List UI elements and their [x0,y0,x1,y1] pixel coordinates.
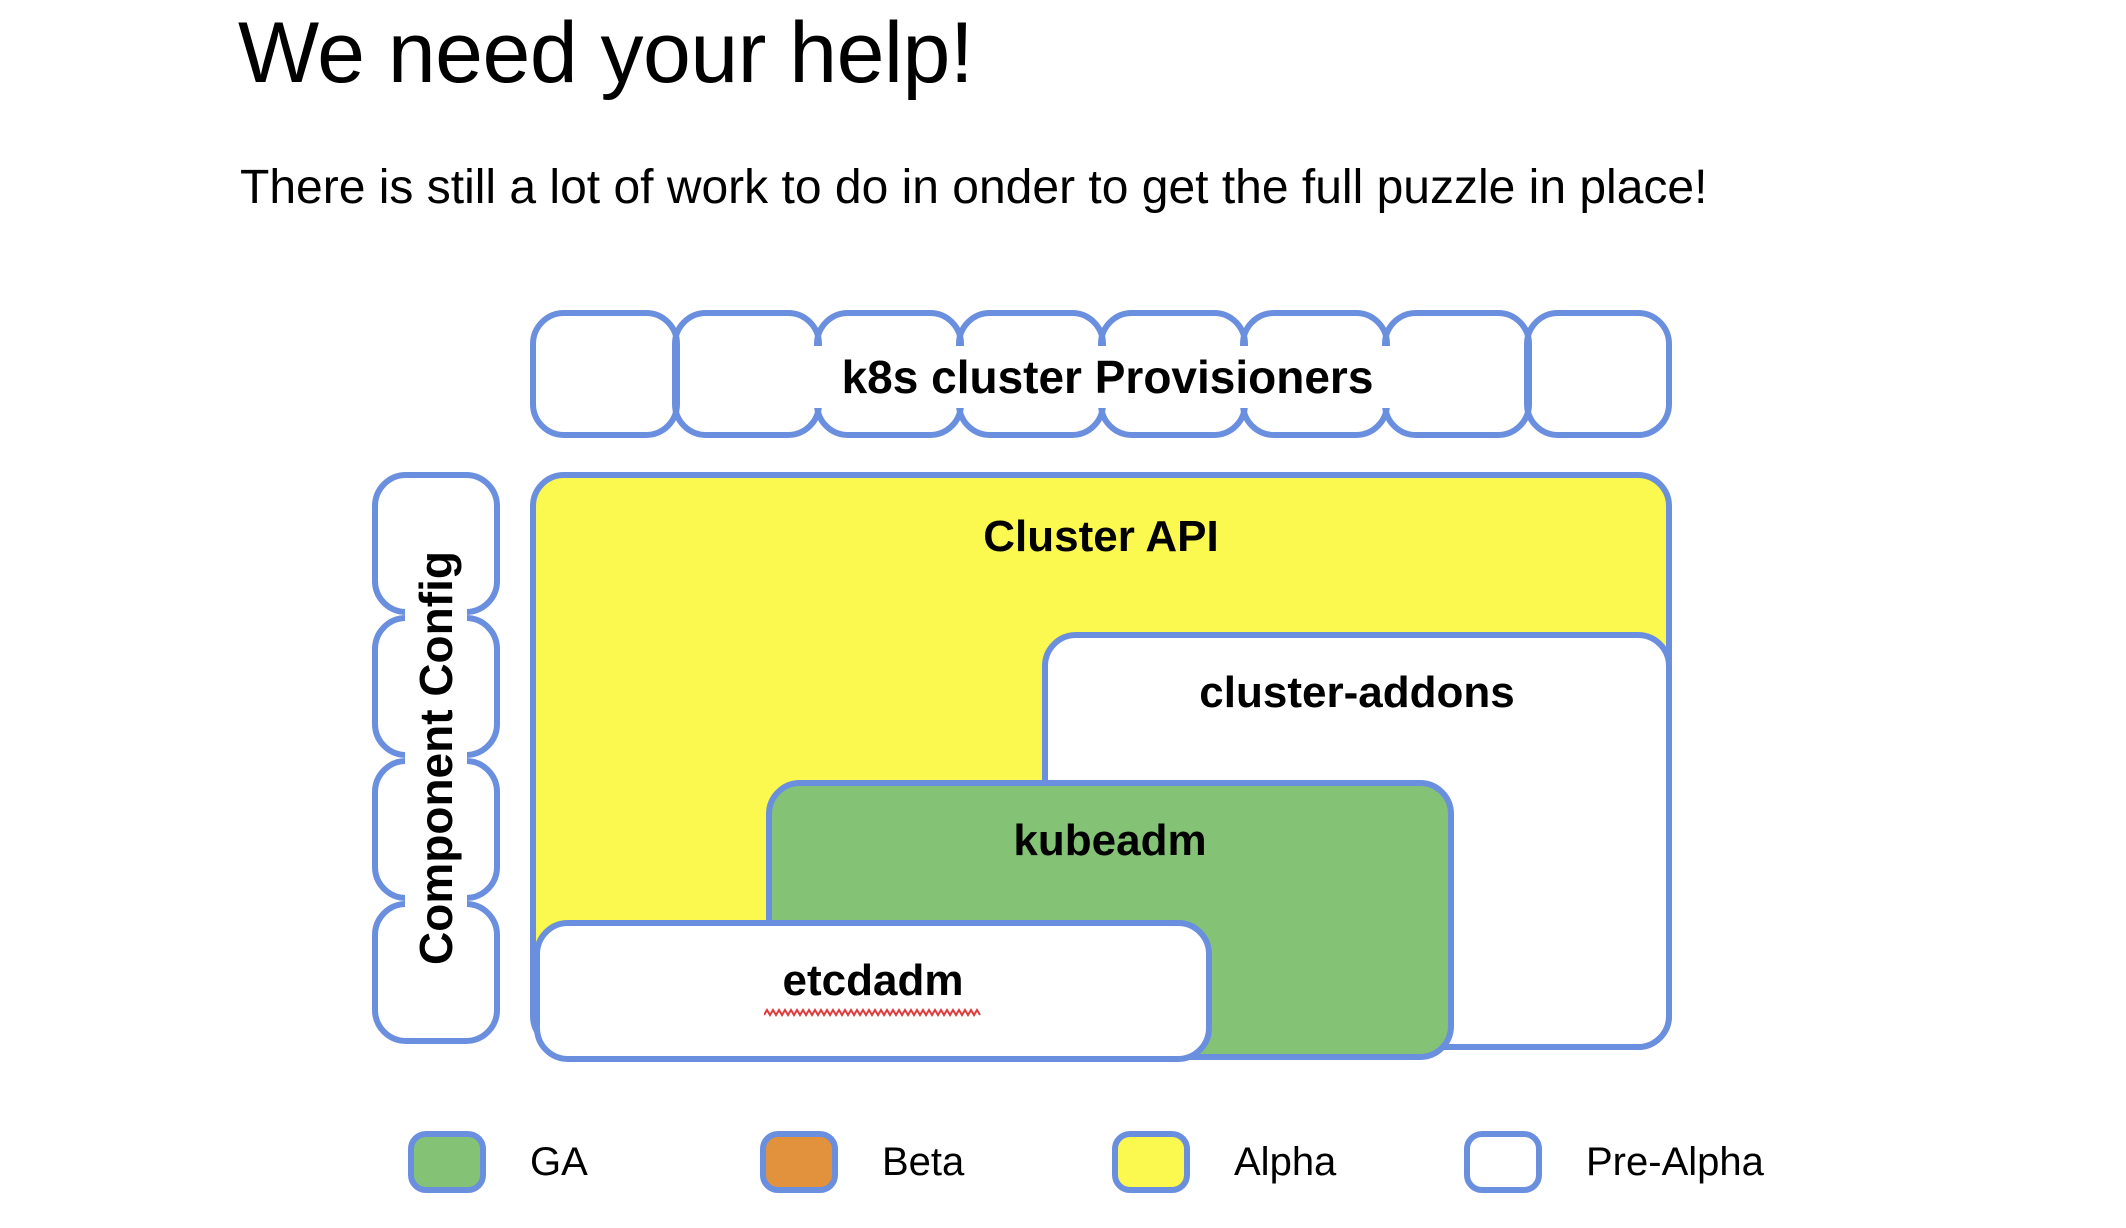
page-title: We need your help! [238,5,974,101]
provisioner-banner-label: k8s cluster Provisioners [841,351,1374,403]
cluster-addons-label: cluster-addons [1199,668,1515,717]
legend-swatch-ga [408,1131,486,1193]
legend-item-beta: Beta [760,1126,964,1198]
provisioner-tile-1 [530,310,680,438]
legend-item-alpha: Alpha [1112,1126,1336,1198]
provisioner-tile-8 [1524,310,1672,438]
legend-label-ga: GA [530,1139,588,1184]
legend-item-ga: GA [408,1126,588,1198]
spellcheck-squiggle-icon [764,1008,981,1017]
etcdadm-label: etcdadm [782,956,964,1005]
provisioner-banner: k8s cluster Provisioners [735,346,1480,408]
etcdadm-box: etcdadm [534,920,1212,1062]
k8s-cluster-provisioners-row: k8s cluster Provisioners [530,310,1672,438]
page-subtitle: There is still a lot of work to do in on… [240,161,1708,214]
legend-label-beta: Beta [882,1139,965,1184]
legend-swatch-beta [760,1131,838,1193]
kubeadm-label: kubeadm [1013,816,1207,865]
legend-swatch-alpha [1112,1131,1190,1193]
legend-swatch-pre-alpha [1464,1131,1542,1193]
component-config-column: Component Config [372,472,500,1044]
component-config-label: Component Config [410,551,463,965]
component-config-banner: Component Config [405,500,467,1016]
cluster-api-label: Cluster API [983,512,1219,561]
legend-label-pre-alpha: Pre-Alpha [1586,1139,1764,1184]
legend-label-alpha: Alpha [1234,1139,1337,1184]
legend-item-pre-alpha: Pre-Alpha [1464,1126,1764,1198]
status-legend: GA Beta Alpha Pre-Alpha [408,1126,1764,1198]
